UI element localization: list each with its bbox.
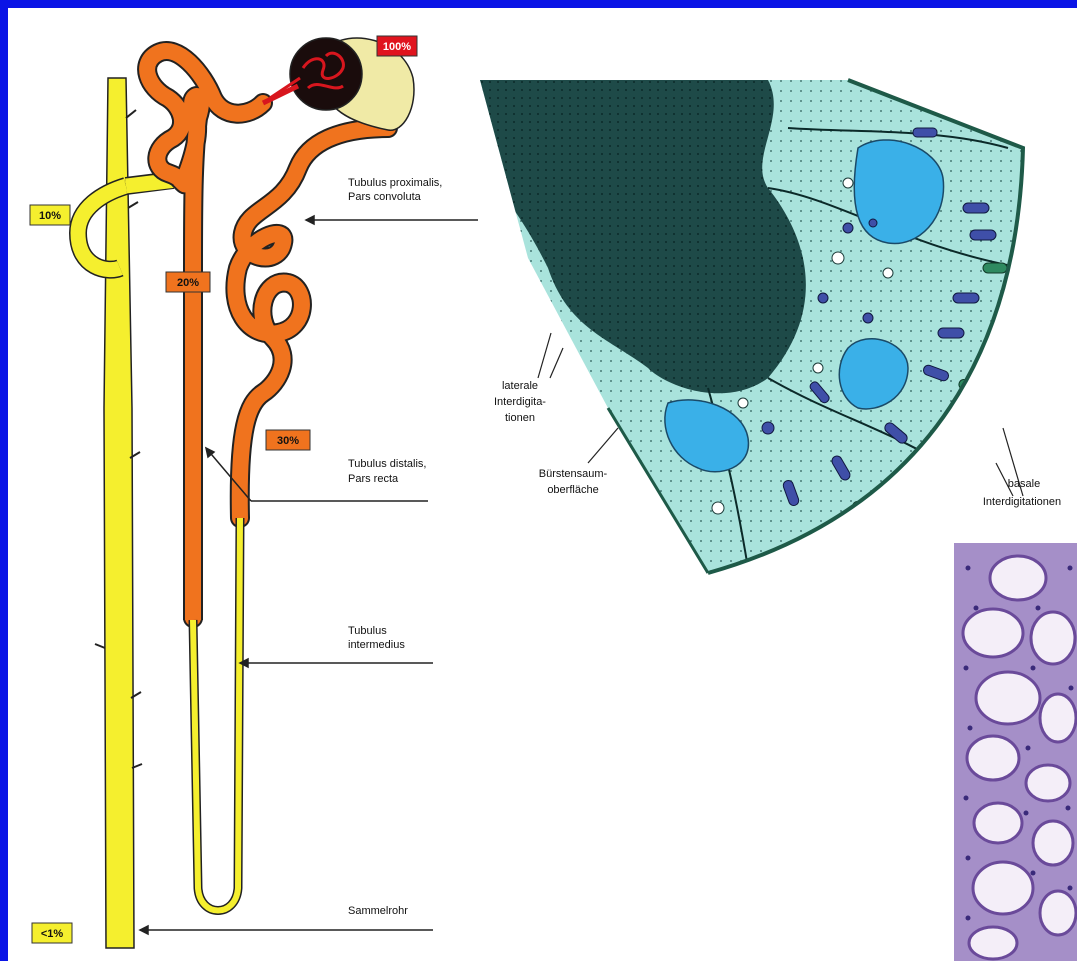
label-intermedius-line2: intermedius [348, 639, 405, 651]
badge-100: 100% [377, 36, 417, 56]
label-distalis-line2: Pars recta [348, 473, 399, 485]
label-basale-line2: Interdigitationen [983, 496, 1061, 508]
badge-100-text: 100% [383, 41, 411, 53]
label-laterale-line1: laterale [502, 380, 538, 392]
badge-1: <1% [32, 923, 72, 943]
badge-1-text: <1% [41, 928, 64, 940]
label-distalis-line1: Tubulus distalis, [348, 458, 426, 470]
badge-10-text: 10% [39, 210, 61, 222]
label-proximalis-line1: Tubulus proximalis, [348, 177, 442, 189]
label-basale-line1: basale [1008, 478, 1040, 490]
badge-20: 20% [166, 272, 210, 292]
label-laterale-line3: tionen [505, 412, 535, 424]
collecting-duct [78, 78, 176, 948]
label-laterale-line2: Interdigita- [494, 396, 546, 408]
badge-30-text: 30% [277, 435, 299, 447]
proximal-tubule [147, 51, 388, 620]
label-buerstensaum-line1: Bürstensaum- [539, 468, 608, 480]
label-buerstensaum-line2: oberfläche [547, 484, 598, 496]
label-intermedius-line1: Tubulus [348, 625, 387, 637]
label-sammelrohr: Sammelrohr [348, 905, 408, 917]
label-proximalis-line2: Pars convoluta [348, 191, 422, 203]
histology-image [954, 543, 1077, 961]
badge-10: 10% [30, 205, 70, 225]
badge-30: 30% [266, 430, 310, 450]
nephron-diagram: 100% 20% 30% 10% <1% Tubulus proximalis,… [8, 8, 1077, 961]
cell-section [468, 68, 1038, 588]
diagram-canvas: 100% 20% 30% 10% <1% Tubulus proximalis,… [8, 8, 1077, 961]
badge-20-text: 20% [177, 277, 199, 289]
